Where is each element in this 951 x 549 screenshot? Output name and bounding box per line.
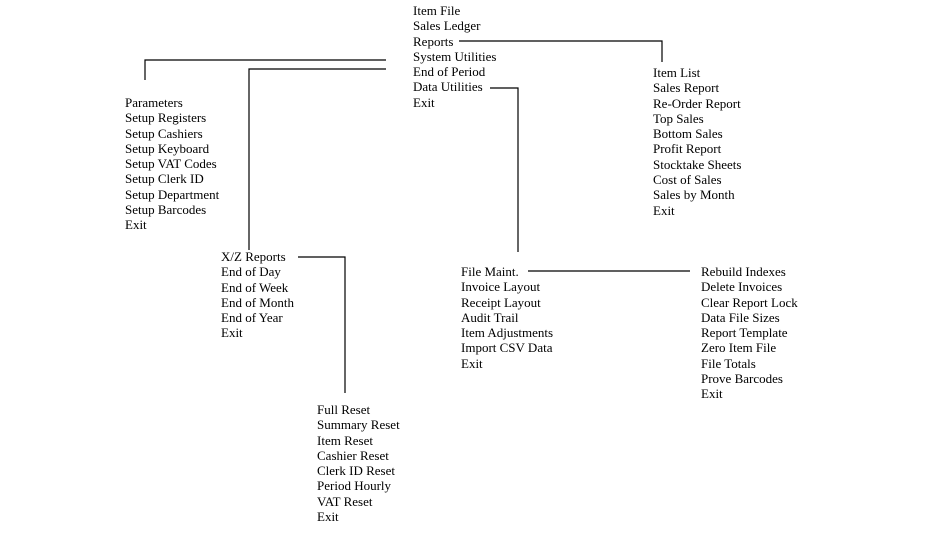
menu-item-top-sales[interactable]: Top Sales <box>653 110 704 126</box>
menu-item-end-of-month[interactable]: End of Month <box>221 294 294 310</box>
connector-end-of-period <box>248 68 386 250</box>
connector-system-utilities <box>144 59 386 80</box>
xz-reports-menu: Full Reset Summary Reset Item Reset Cash… <box>317 402 400 524</box>
menu-item-setup-keyboard[interactable]: Setup Keyboard <box>125 140 210 156</box>
menu-item-file-totals[interactable]: File Totals <box>701 355 756 371</box>
menu-item-setup-cashiers[interactable]: Setup Cashiers <box>125 125 203 141</box>
file-maint-menu: Rebuild Indexes Delete Invoices Clear Re… <box>701 264 798 402</box>
menu-item-sales-ledger[interactable]: Sales Ledger <box>413 18 481 34</box>
menu-item-data-file-sizes[interactable]: Data File Sizes <box>701 309 780 325</box>
menu-item-exit[interactable]: Exit <box>701 386 723 402</box>
menu-item-report-template[interactable]: Report Template <box>701 325 788 341</box>
menu-item-parameters[interactable]: Parameters <box>125 95 183 110</box>
menu-item-period-hourly[interactable]: Period Hourly <box>317 478 392 494</box>
connector-data-utilities <box>490 87 519 252</box>
menu-item-item-list[interactable]: Item List <box>653 65 701 80</box>
menu-item-end-of-period[interactable]: End of Period <box>413 64 486 80</box>
menu-item-setup-department[interactable]: Setup Department <box>125 186 220 202</box>
menu-item-stocktake-sheets[interactable]: Stocktake Sheets <box>653 156 742 172</box>
menu-item-clerk-id-reset[interactable]: Clerk ID Reset <box>317 463 395 479</box>
connector-xz-reports <box>298 256 346 393</box>
menu-item-full-reset[interactable]: Full Reset <box>317 402 371 417</box>
menu-item-setup-clerk-id[interactable]: Setup Clerk ID <box>125 171 204 187</box>
menu-item-vat-reset[interactable]: VAT Reset <box>317 493 373 509</box>
menu-item-xz-reports[interactable]: X/Z Reports <box>221 249 286 264</box>
menu-item-clear-report-lock[interactable]: Clear Report Lock <box>701 294 798 310</box>
menu-item-item-adjustments[interactable]: Item Adjustments <box>461 325 554 341</box>
main-menu: Item File Sales Ledger Reports System Ut… <box>413 3 496 110</box>
menu-item-end-of-year[interactable]: End of Year <box>221 310 283 326</box>
data-utilities-menu: File Maint. Invoice Layout Receipt Layou… <box>461 264 553 371</box>
menu-item-exit[interactable]: Exit <box>221 325 243 341</box>
menu-item-receipt-layout[interactable]: Receipt Layout <box>461 294 541 310</box>
menu-item-delete-invoices[interactable]: Delete Invoices <box>701 279 783 295</box>
menu-item-setup-registers[interactable]: Setup Registers <box>125 110 207 126</box>
menu-item-invoice-layout[interactable]: Invoice Layout <box>461 279 541 295</box>
connector-reports <box>459 40 663 62</box>
menu-item-exit[interactable]: Exit <box>653 202 675 218</box>
menu-item-system-utilities[interactable]: System Utilities <box>413 48 497 64</box>
menu-item-exit[interactable]: Exit <box>125 217 147 233</box>
menu-item-end-of-week[interactable]: End of Week <box>221 279 289 295</box>
menu-item-rebuild-indexes[interactable]: Rebuild Indexes <box>701 264 786 279</box>
end-of-period-menu: X/Z Reports End of Day End of Week End o… <box>221 249 294 341</box>
system-utilities-menu: Parameters Setup Registers Setup Cashier… <box>125 95 219 233</box>
menu-item-zero-item-file[interactable]: Zero Item File <box>701 340 777 356</box>
menu-item-setup-vat-codes[interactable]: Setup VAT Codes <box>125 156 217 172</box>
menu-item-sales-report[interactable]: Sales Report <box>653 80 720 96</box>
menu-item-bottom-sales[interactable]: Bottom Sales <box>653 126 723 142</box>
menu-item-profit-report[interactable]: Profit Report <box>653 141 722 157</box>
menu-item-cost-of-sales[interactable]: Cost of Sales <box>653 172 722 188</box>
menu-item-cashier-reset[interactable]: Cashier Reset <box>317 447 389 463</box>
menu-item-reports[interactable]: Reports <box>413 33 454 49</box>
menu-item-audit-trail[interactable]: Audit Trail <box>461 309 519 325</box>
menu-item-setup-barcodes[interactable]: Setup Barcodes <box>125 202 207 218</box>
menu-item-file-maint[interactable]: File Maint. <box>461 264 519 279</box>
menu-item-summary-reset[interactable]: Summary Reset <box>317 417 400 433</box>
menu-item-item-file[interactable]: Item File <box>413 3 461 18</box>
menu-item-exit[interactable]: Exit <box>461 355 483 371</box>
menu-item-end-of-day[interactable]: End of Day <box>221 264 281 280</box>
menu-item-re-order-report[interactable]: Re-Order Report <box>653 95 741 111</box>
menu-item-exit[interactable]: Exit <box>317 509 339 525</box>
menu-item-prove-barcodes[interactable]: Prove Barcodes <box>701 371 783 387</box>
menu-item-sales-by-month[interactable]: Sales by Month <box>653 187 735 203</box>
menu-item-exit[interactable]: Exit <box>413 94 435 110</box>
menu-item-data-utilities[interactable]: Data Utilities <box>413 79 483 95</box>
reports-menu: Item List Sales Report Re-Order Report T… <box>653 65 741 218</box>
menu-item-item-reset[interactable]: Item Reset <box>317 432 373 448</box>
menu-item-import-csv-data[interactable]: Import CSV Data <box>461 340 553 356</box>
